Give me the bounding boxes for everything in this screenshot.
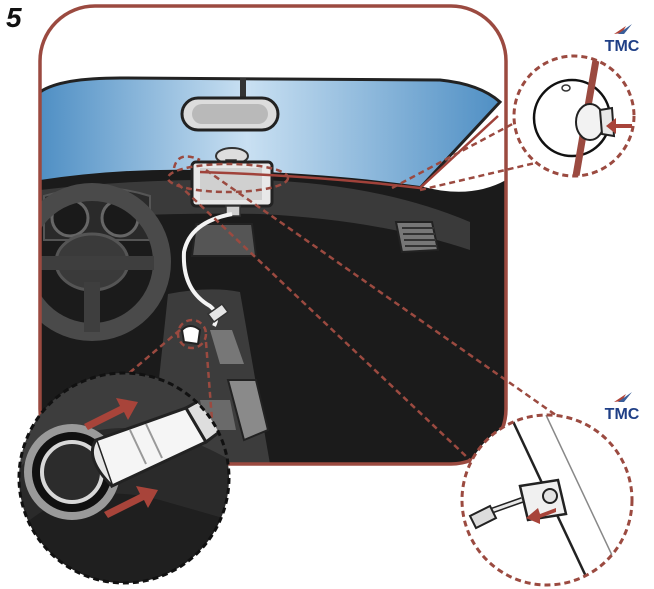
tmc-antenna-callout: [460, 413, 634, 587]
air-vent: [394, 221, 440, 254]
step-number: 5: [6, 2, 22, 33]
scene-frame: [38, 4, 508, 466]
tmc-logo-icon: TMC: [596, 392, 648, 422]
suction-mount-icon: [575, 103, 616, 141]
tmc-logo-text: TMC: [605, 38, 640, 54]
push-arrow-icon: [606, 118, 632, 134]
tmc-logo-icon: TMC: [596, 24, 648, 54]
car-charger-plug-icon: [91, 395, 224, 489]
power-socket-callout: [17, 371, 231, 585]
tmc-logo-text: TMC: [605, 406, 640, 422]
suction-mount-callout: [512, 54, 636, 178]
steering-wheel: [40, 183, 171, 341]
attach-arrow-icon: [526, 508, 556, 524]
insert-arrow-icon: [84, 398, 158, 518]
rear-view-mirror: [180, 78, 280, 132]
